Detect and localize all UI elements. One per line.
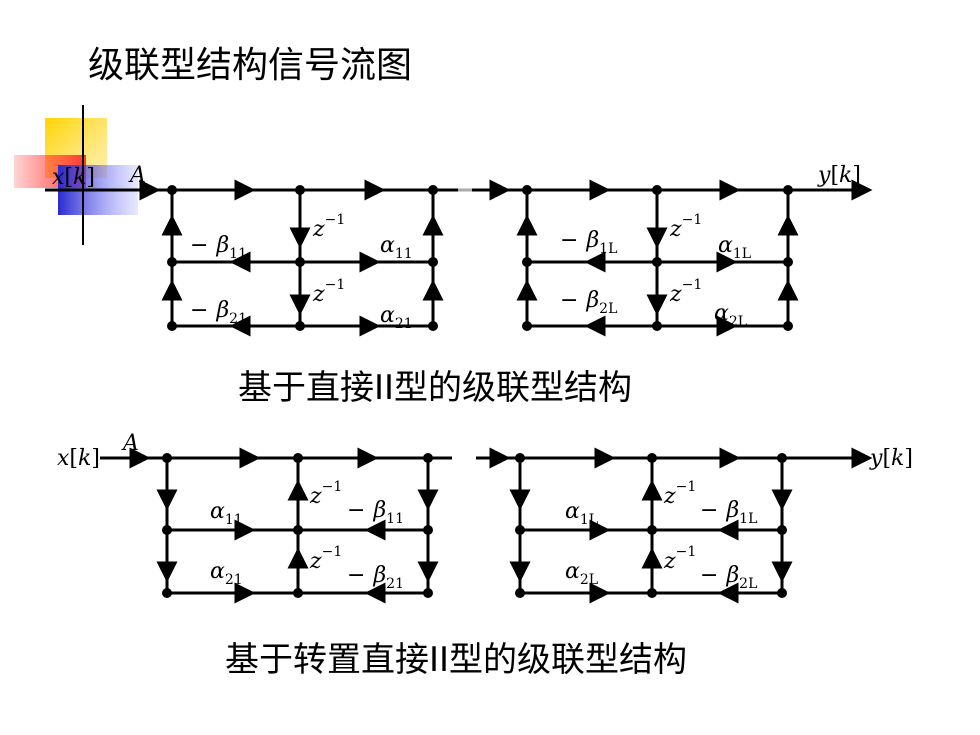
coef-alpha-2L: α2L [714,301,747,330]
slide-decoration-icon [14,105,138,245]
delay-label: z−1 [312,277,345,307]
coef-alpha-21: α21 [210,559,243,588]
delay-label: z−1 [309,479,342,509]
coef-beta-11: −β11 [347,498,404,527]
input-signal-label: x[k] [57,446,100,471]
transposed-direct-form-ii-graph [100,447,873,604]
bottom-labels: x[k] A y[k] α11 α21 α1L α2L z−1 z−1 z−1 … [57,431,913,592]
output-signal-label: y[k] [869,446,913,471]
coef-beta-2L: −β2L [560,288,617,317]
output-signal-label: y[k] [817,163,861,188]
delay-label: z−1 [669,277,702,307]
delay-label: z−1 [663,544,696,574]
coef-beta-21: −β21 [347,563,404,592]
delay-label: z−1 [312,212,345,242]
gain-label: A [121,431,139,456]
delay-label: z−1 [669,212,702,242]
delay-label: z−1 [663,479,696,509]
page-title: 级联型结构信号流图 [88,45,413,86]
coef-beta-21: −β21 [190,298,247,327]
bottom-nodes [162,453,787,598]
coef-alpha-11: α11 [380,233,413,262]
delay-label: z−1 [309,544,342,574]
coef-beta-11: −β11 [190,233,247,262]
input-signal-label: x[k] [52,165,95,190]
coef-beta-1L: −β1L [560,228,617,257]
coef-alpha-2L: α2L [565,559,598,588]
coef-alpha-21: α21 [380,303,413,332]
gain-label: A [128,163,146,188]
coef-beta-1L: −β1L [700,498,757,527]
caption-transposed-direct-form-ii: 基于转置直接II型的级联型结构 [225,640,688,680]
coef-beta-2L: −β2L [700,563,757,592]
coef-alpha-1L: α1L [565,499,598,528]
coef-alpha-1L: α1L [718,233,751,262]
coef-alpha-11: α11 [210,499,243,528]
top-labels: x[k] A y[k] z−1 z−1 z−1 z−1 −β11 −β21 α1… [52,163,861,332]
caption-direct-form-ii: 基于直接II型的级联型结构 [238,368,633,408]
top-nodes [167,185,793,331]
